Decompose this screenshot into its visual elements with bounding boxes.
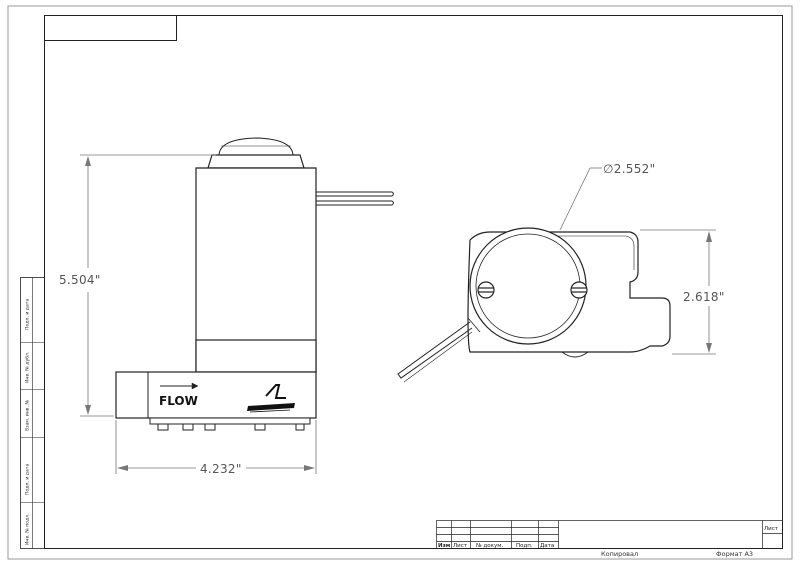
- title-block-sheet-label: Лист: [764, 526, 779, 532]
- side-strip: Подп. и дата Инв. № дубл. Взам. инв. № П…: [20, 277, 45, 549]
- title-block-header-document: № докум.: [476, 543, 503, 549]
- title-block-header-date: Дата: [540, 543, 554, 549]
- height-dimension: [80, 154, 216, 417]
- side-height-dimension: [640, 229, 716, 355]
- title-block-header-signature: Подп.: [516, 543, 533, 549]
- width-dimension-label: 4.232": [200, 462, 242, 476]
- side-strip-label-3: Взам. инв. №: [25, 400, 31, 431]
- diameter-leader: [559, 167, 602, 231]
- front-view: [115, 137, 394, 431]
- height-dimension-label: 5.504": [59, 273, 101, 287]
- copied-label: Копировал: [601, 550, 638, 558]
- side-strip-label-2: Инв. № дубл.: [25, 352, 31, 383]
- top-left-box: [44, 15, 177, 41]
- drawing-frame: [44, 15, 783, 549]
- side-strip-label-4: Подп. и дата: [25, 464, 31, 495]
- diameter-dimension-label: ∅2.552": [603, 162, 655, 176]
- width-dimension: [115, 420, 317, 474]
- side-view: [397, 227, 671, 383]
- aeromotive-logo-icon: [247, 384, 295, 413]
- title-block-header-sheet: Лист: [453, 543, 468, 549]
- title-block-header-change: Изм: [438, 543, 451, 549]
- title-block: [436, 520, 783, 549]
- side-strip-label-1: Подп. и дата: [25, 299, 31, 330]
- side-strip-label-5: Инв. № подл.: [25, 513, 31, 545]
- page-border: [7, 5, 793, 560]
- side-height-dimension-label: 2.618": [683, 290, 725, 304]
- format-label: Формат А3: [716, 550, 753, 558]
- flow-label: FLOW: [159, 394, 198, 408]
